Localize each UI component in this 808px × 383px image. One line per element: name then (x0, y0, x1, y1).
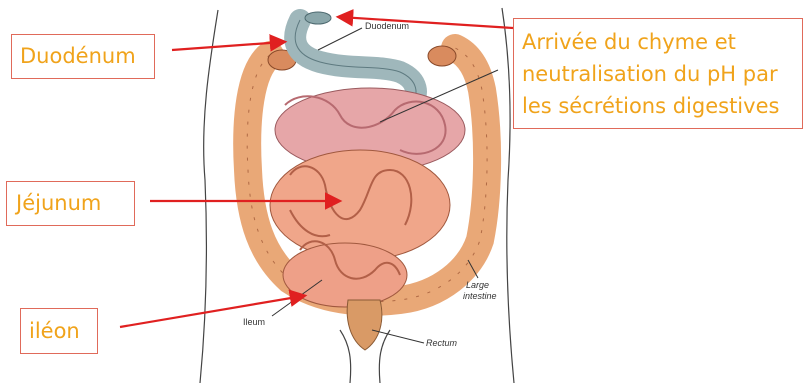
callout-duodenum: Duodénum (11, 34, 155, 79)
callout-arrivee-chyme: Arrivée du chyme et neutralisation du pH… (513, 18, 803, 129)
label-large-intestine-line1: Large (466, 280, 489, 290)
label-rectum-small: Rectum (426, 338, 458, 348)
label-ileum-small: Ileum (243, 317, 265, 327)
rectum-shape (347, 300, 382, 350)
arrow-ileon (120, 296, 303, 327)
callout-jejunum: Jéjunum (6, 181, 135, 226)
callout-ileon: iléon (20, 308, 98, 354)
label-duodenum-small: Duodenum (365, 21, 409, 31)
label-large-intestine-line2: intestine (463, 291, 497, 301)
